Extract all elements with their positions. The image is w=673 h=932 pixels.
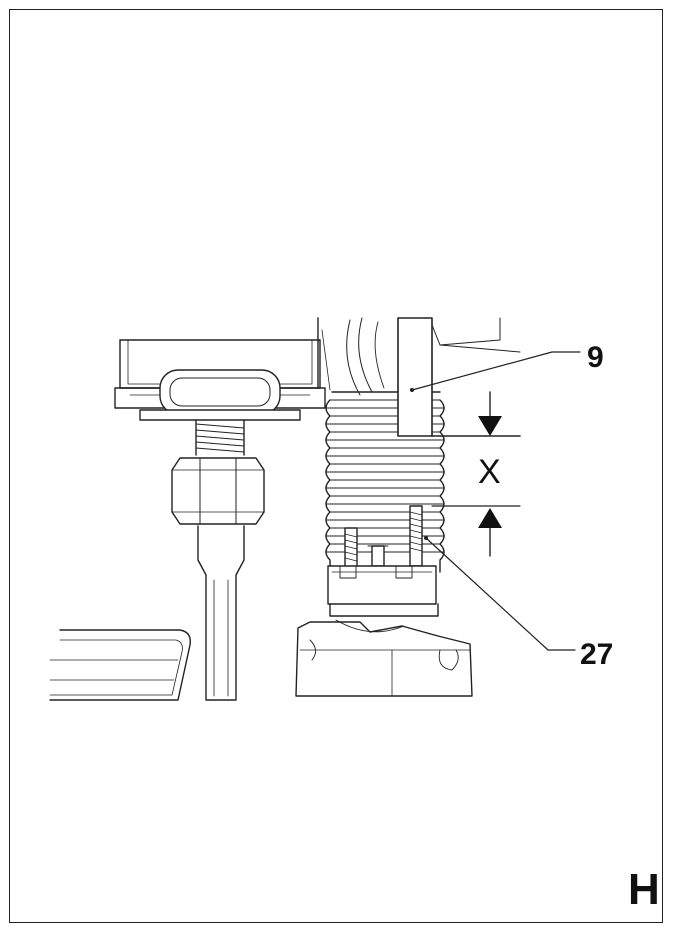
figure-frame: [9, 9, 663, 923]
stud-left: [344, 527, 358, 569]
leader-9: [411, 351, 581, 391]
tray: [49, 629, 191, 701]
arrow-down-icon: [478, 416, 502, 436]
leader-lines: [411, 351, 581, 651]
thread-lines: [195, 423, 245, 453]
dimension-x: [431, 391, 521, 557]
callout-label-9: 9: [587, 341, 604, 374]
leader-27: [425, 537, 576, 651]
leveling-foot: [114, 339, 326, 701]
upper-housing: [317, 317, 521, 396]
panel-letter: H: [628, 865, 660, 914]
dimension-label-x: X: [478, 453, 501, 491]
callout-label-27: 27: [580, 638, 614, 671]
flange-base: [295, 565, 473, 697]
shaft-part-9: [397, 317, 433, 437]
arrow-up-icon: [478, 508, 502, 528]
stud-center: [367, 545, 389, 567]
